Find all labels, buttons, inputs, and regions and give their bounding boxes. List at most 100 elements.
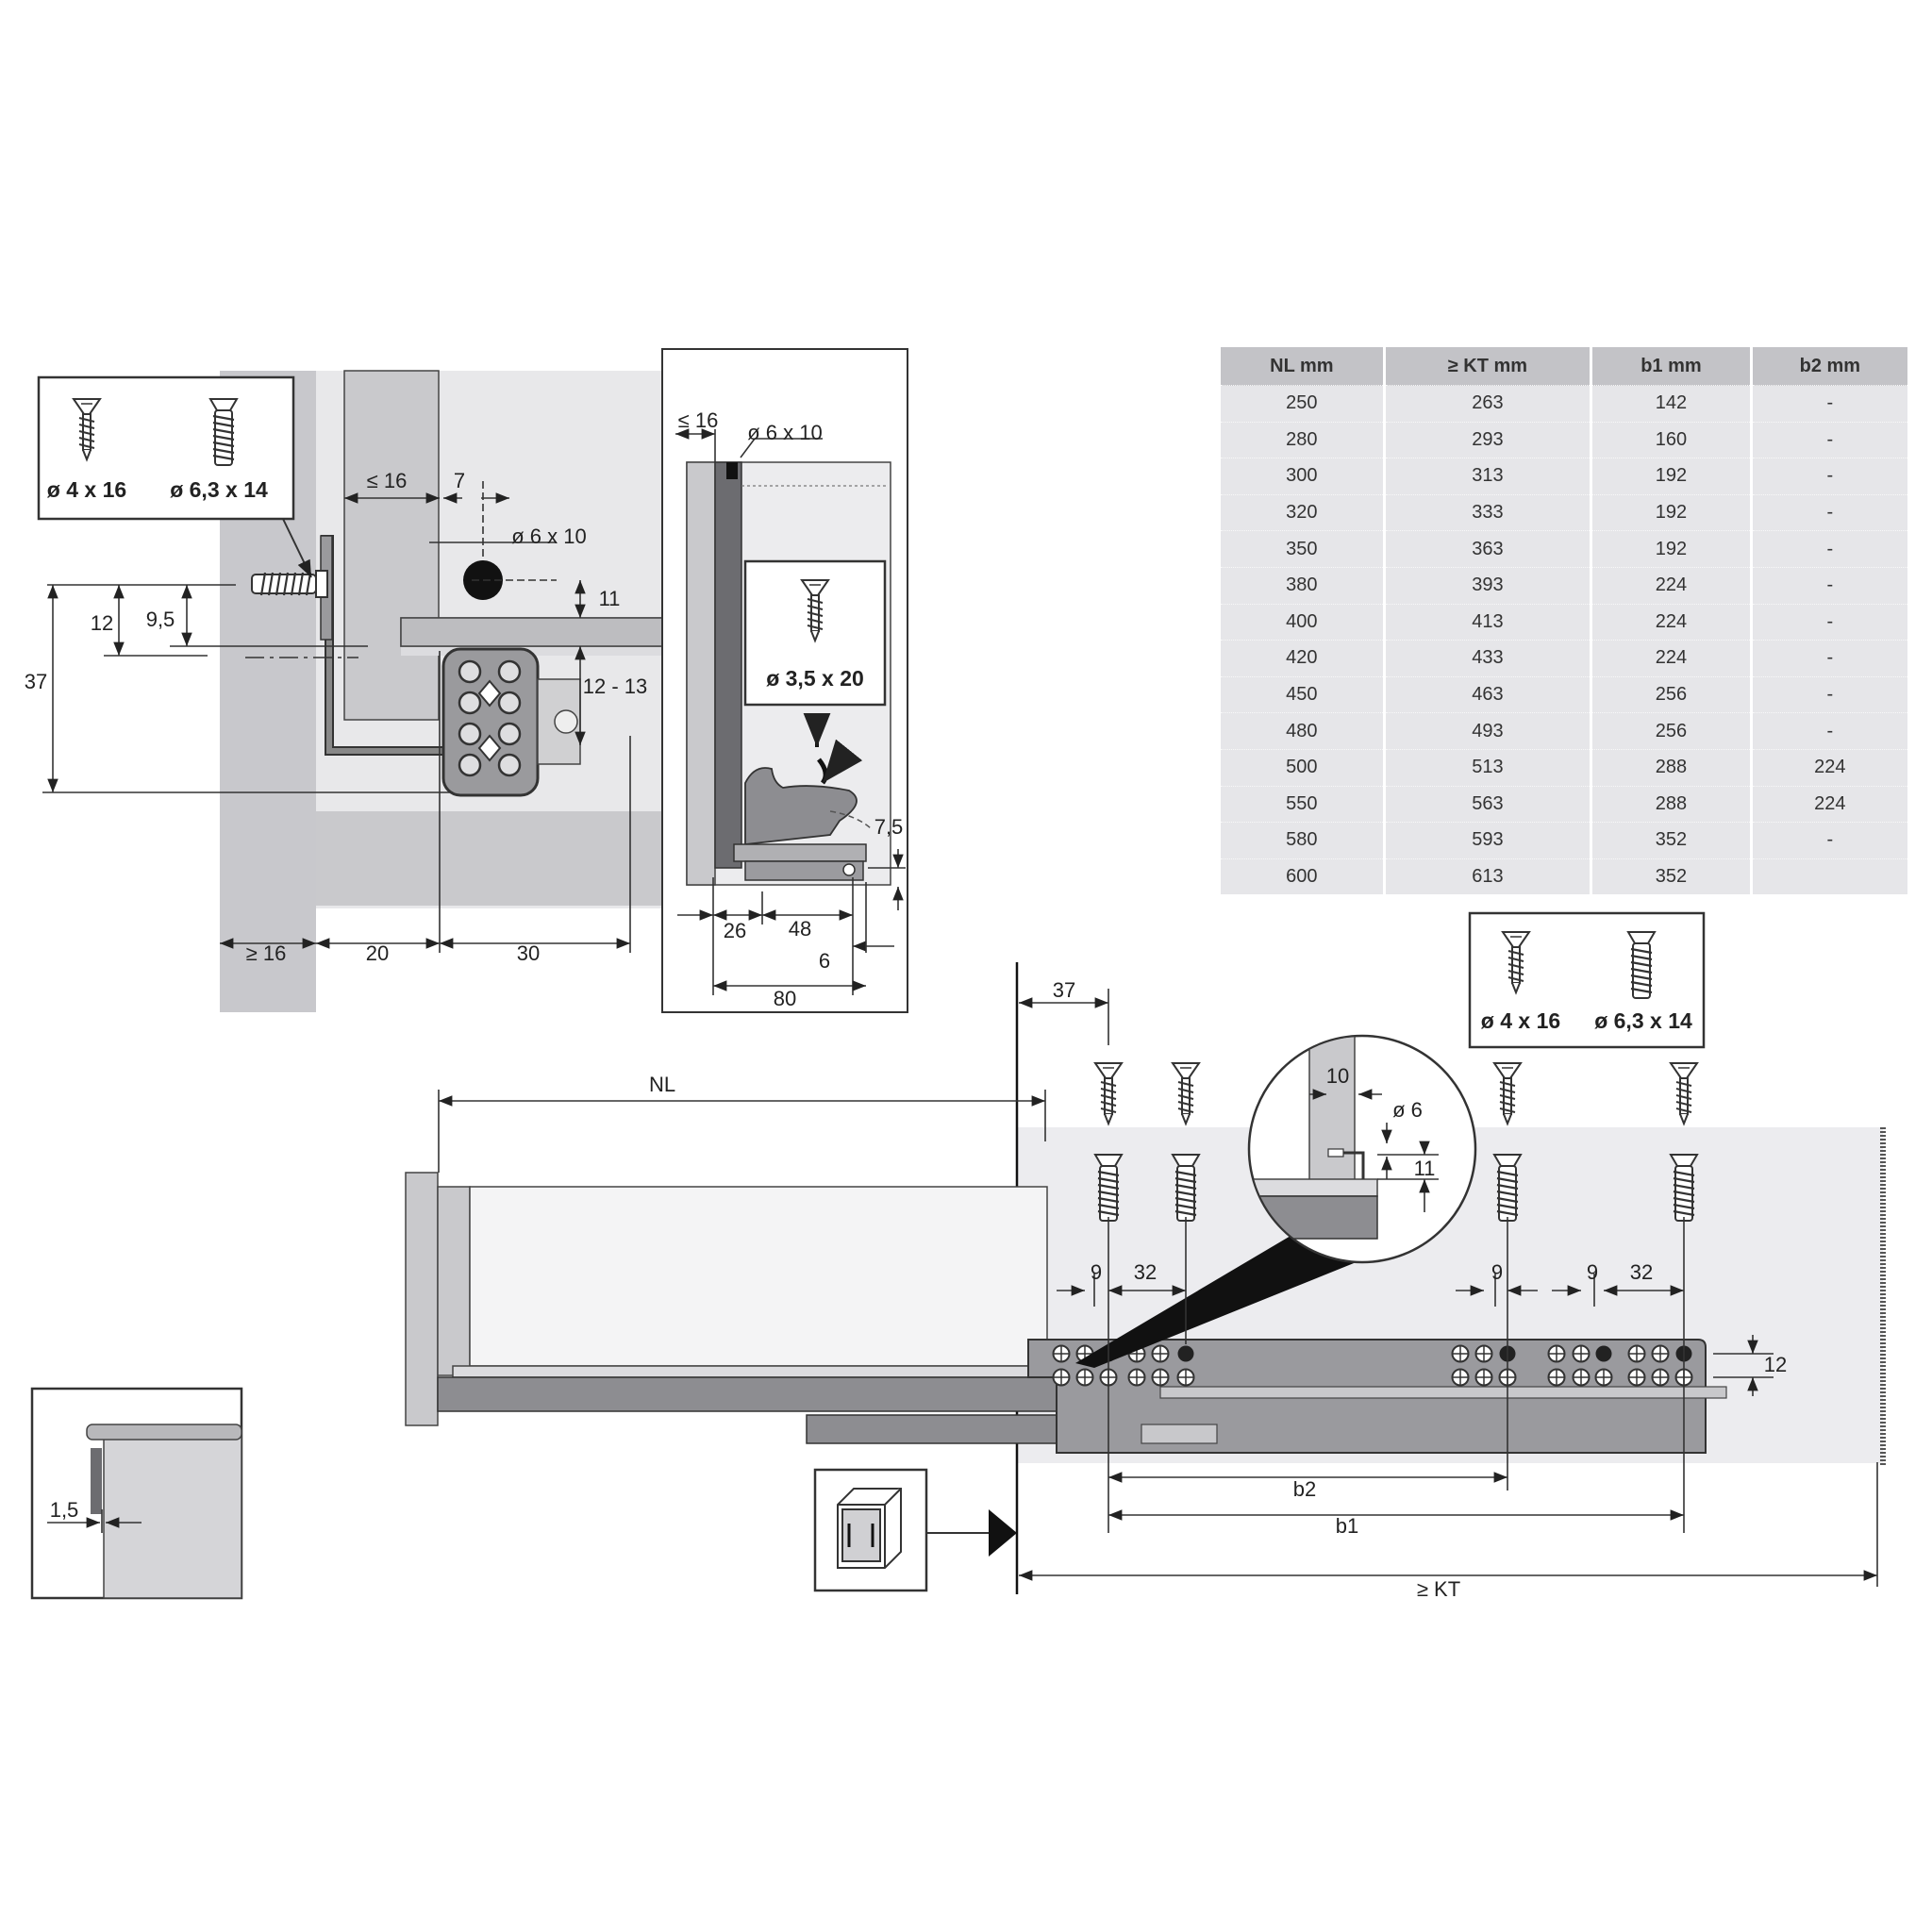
table-cell: 333	[1384, 493, 1593, 531]
dim-sv-37: 37	[1053, 978, 1075, 1002]
table-cell: 350	[1221, 530, 1386, 568]
dim-30: 30	[517, 941, 540, 965]
table-cell: 352	[1591, 822, 1753, 859]
dim-sv-32-a: 32	[1134, 1260, 1157, 1284]
dim-37: 37	[25, 670, 47, 693]
table-cell: 513	[1384, 748, 1593, 787]
dim-nl: NL	[649, 1073, 675, 1096]
runner-profile	[441, 647, 540, 797]
table-cell: 400	[1221, 603, 1386, 641]
locking-device	[744, 767, 858, 858]
dim-kt: ≥ KT	[1417, 1577, 1460, 1601]
dim-80: 80	[774, 987, 796, 1010]
table-cell	[1751, 858, 1907, 895]
side-view: ø 4 x 16 ø 6,3 x 14	[405, 911, 1886, 1601]
dim-ge16: ≥ 16	[246, 941, 287, 965]
col-b2: b2 mm	[1751, 347, 1907, 386]
table-cell: -	[1751, 675, 1907, 713]
screw-label-6-3x14-b: ø 6,3 x 14	[1594, 1008, 1692, 1033]
dim-12: 12	[91, 611, 113, 635]
dim-11: 11	[599, 587, 621, 610]
table-cell: 280	[1221, 421, 1386, 458]
table-cell: 288	[1591, 785, 1753, 823]
dim-9-5: 9,5	[146, 608, 175, 631]
table-cell: 313	[1384, 458, 1593, 495]
table-cell: 593	[1384, 822, 1593, 859]
table-cell: 550	[1221, 785, 1386, 823]
table-cell: 192	[1591, 493, 1753, 531]
table-cell: 600	[1221, 858, 1386, 895]
table-cell: 563	[1384, 785, 1593, 823]
table-cell: 224	[1751, 748, 1907, 787]
magnifier-detail: 10 ø 6 11	[1247, 1034, 1477, 1264]
table-cell: 380	[1221, 566, 1386, 605]
dim-b2: b2	[1293, 1477, 1316, 1501]
table-cell: 224	[1591, 640, 1753, 677]
table-cell: -	[1751, 712, 1907, 750]
dim-hole-6x10: ø 6 x 10	[511, 525, 586, 548]
dim-20: 20	[366, 941, 389, 965]
dim-sv-12: 12	[1764, 1353, 1787, 1376]
dim-screw-3-5x20: ø 3,5 x 20	[766, 666, 864, 691]
table-cell: 224	[1751, 785, 1907, 823]
side-detail: ø 3,5 x 20 ≤ 16 ø 6 x 10 7,5 26 48 6	[661, 348, 908, 1013]
table-cell: -	[1751, 822, 1907, 859]
dim-hole-6x10-side: ø 6 x 10	[747, 421, 822, 444]
col-kt: ≥ KT mm	[1384, 347, 1593, 386]
drawer-front-rail	[714, 461, 742, 869]
table-header-row: NL mm ≥ KT mm b1 mm b2 mm	[1221, 347, 1907, 386]
table-cell: -	[1751, 421, 1907, 458]
table-cell: 613	[1384, 858, 1593, 895]
screw-label-6-3x14: ø 6,3 x 14	[170, 477, 268, 502]
screw-label-4x16-b: ø 4 x 16	[1481, 1008, 1560, 1033]
table-cell: 142	[1591, 385, 1753, 423]
table-cell: 363	[1384, 530, 1593, 568]
table-cell: 463	[1384, 675, 1593, 713]
dim-48: 48	[789, 917, 811, 941]
dim-sv-9-a: 9	[1091, 1260, 1102, 1284]
table-cell: 224	[1591, 603, 1753, 641]
table-cell: 433	[1384, 640, 1593, 677]
drawer-bottom	[400, 617, 666, 647]
front-edge-detail: 1,5	[30, 1387, 243, 1600]
drawer-bottom-side	[452, 1365, 1058, 1378]
front-panel	[686, 461, 716, 886]
table-cell: 413	[1384, 603, 1593, 641]
table-cell: 493	[1384, 712, 1593, 750]
table-cell: 160	[1591, 421, 1753, 458]
col-nl: NL mm	[1221, 347, 1386, 386]
drawer-runner-rail	[437, 1376, 1061, 1412]
table-cell: -	[1751, 566, 1907, 605]
table-cell: -	[1751, 603, 1907, 641]
table-cell: 256	[1591, 675, 1753, 713]
table-cell: -	[1751, 640, 1907, 677]
panel-screw	[251, 570, 328, 598]
front-reference-arrow-icon	[989, 1509, 1017, 1557]
dim-sv-9-c: 9	[1587, 1260, 1598, 1284]
dim-sv-32-b: 32	[1630, 1260, 1653, 1284]
dim-mag-10: 10	[1326, 1064, 1349, 1088]
dim-b1: b1	[1336, 1514, 1358, 1538]
dim-6: 6	[819, 949, 830, 973]
dim-12-13: 12 - 13	[583, 675, 648, 698]
table-cell: 256	[1591, 712, 1753, 750]
table-cell: 450	[1221, 675, 1386, 713]
table-cell: 250	[1221, 385, 1386, 423]
bottom-panel	[316, 811, 665, 906]
table-cell: 263	[1384, 385, 1593, 423]
table-cell: 192	[1591, 458, 1753, 495]
screw-label-4x16: ø 4 x 16	[47, 477, 126, 502]
table-cell: 393	[1384, 566, 1593, 605]
table-cell: 500	[1221, 748, 1386, 787]
